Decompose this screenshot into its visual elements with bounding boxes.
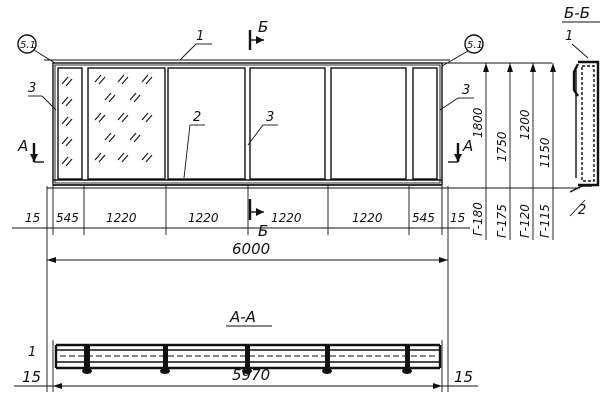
arrow-b-top bbox=[256, 36, 264, 44]
arrow-a-left bbox=[30, 154, 38, 162]
vcode-g115: Г-115 bbox=[538, 204, 552, 238]
aa-left-offset: 15 bbox=[22, 368, 41, 386]
overall-width-text: 6000 bbox=[232, 240, 270, 258]
section-bb-profile bbox=[578, 60, 600, 187]
vdim-1800: 1800 bbox=[471, 107, 485, 138]
hdim-1220-1: 1220 bbox=[106, 211, 137, 225]
label-3-center: 3 bbox=[266, 110, 274, 125]
hdim-1220-3: 1220 bbox=[271, 211, 302, 225]
section-b-top: Б bbox=[258, 18, 268, 36]
pane-2 bbox=[87, 67, 166, 180]
hdim-545-right: 545 bbox=[412, 211, 435, 225]
section-a-left: А bbox=[17, 137, 28, 155]
hdim-545-left: 545 bbox=[56, 211, 79, 225]
section-aa-title: А-А bbox=[229, 308, 256, 326]
section-bb: Б-Б 1 2 bbox=[562, 4, 600, 218]
circle-51-right-text: 5.1 bbox=[467, 40, 483, 51]
section-bb-label-1: 1 bbox=[565, 29, 573, 44]
segment-dims: 15 545 1220 1220 1220 1220 545 15 bbox=[12, 186, 470, 235]
section-b-bottom: Б bbox=[258, 222, 268, 240]
label-2: 2 bbox=[193, 110, 201, 125]
pane-4 bbox=[249, 67, 326, 180]
vertical-dims: 1800 Г-180 1750 Г-175 1200 Г-120 1150 Г-… bbox=[442, 62, 556, 240]
arrow-a-right bbox=[454, 154, 462, 162]
circle-51-right bbox=[464, 34, 484, 54]
glass-hatch-1 bbox=[61, 76, 73, 167]
section-aa: А-А 1 5970 bbox=[14, 270, 478, 392]
pane-6 bbox=[412, 67, 438, 180]
pane-1 bbox=[57, 67, 83, 180]
circle-51-left bbox=[17, 34, 37, 54]
section-aa-marker: 1 bbox=[28, 345, 36, 360]
hdim-15-right: 15 bbox=[450, 211, 465, 225]
section-bb-title: Б-Б bbox=[564, 4, 590, 22]
hdim-1220-4: 1220 bbox=[352, 211, 383, 225]
glass-hatch-2 bbox=[94, 74, 153, 163]
inner-frame-line bbox=[54, 64, 441, 184]
vdim-1750: 1750 bbox=[495, 131, 509, 162]
section-a-right: А bbox=[462, 137, 473, 155]
elevation-view bbox=[44, 59, 580, 189]
elevation-labels: 1 5.1 5.1 3 2 3 3 А А bbox=[17, 18, 484, 240]
pane-3 bbox=[167, 67, 246, 180]
label-3-left: 3 bbox=[28, 81, 36, 96]
pane-5 bbox=[330, 67, 407, 180]
aa-right-offset: 15 bbox=[454, 368, 473, 386]
label-3-right: 3 bbox=[462, 83, 470, 98]
vcode-g175: Г-175 bbox=[495, 204, 509, 238]
vdim-1200: 1200 bbox=[518, 109, 532, 140]
arrow-b-bottom bbox=[256, 208, 264, 216]
hdim-15-left: 15 bbox=[25, 211, 40, 225]
hdim-1220-2: 1220 bbox=[188, 211, 219, 225]
outer-frame bbox=[52, 62, 443, 186]
aa-width-text: 5970 bbox=[232, 366, 270, 384]
vdim-1150: 1150 bbox=[538, 137, 552, 168]
label-1-top: 1 bbox=[196, 29, 204, 44]
overall-dim: 6000 bbox=[46, 235, 449, 270]
vcode-g180: Г-180 bbox=[471, 202, 485, 236]
circle-51-left-text: 5.1 bbox=[20, 40, 36, 51]
vcode-g120: Г-120 bbox=[518, 204, 532, 238]
section-bb-label-2: 2 bbox=[578, 203, 586, 218]
